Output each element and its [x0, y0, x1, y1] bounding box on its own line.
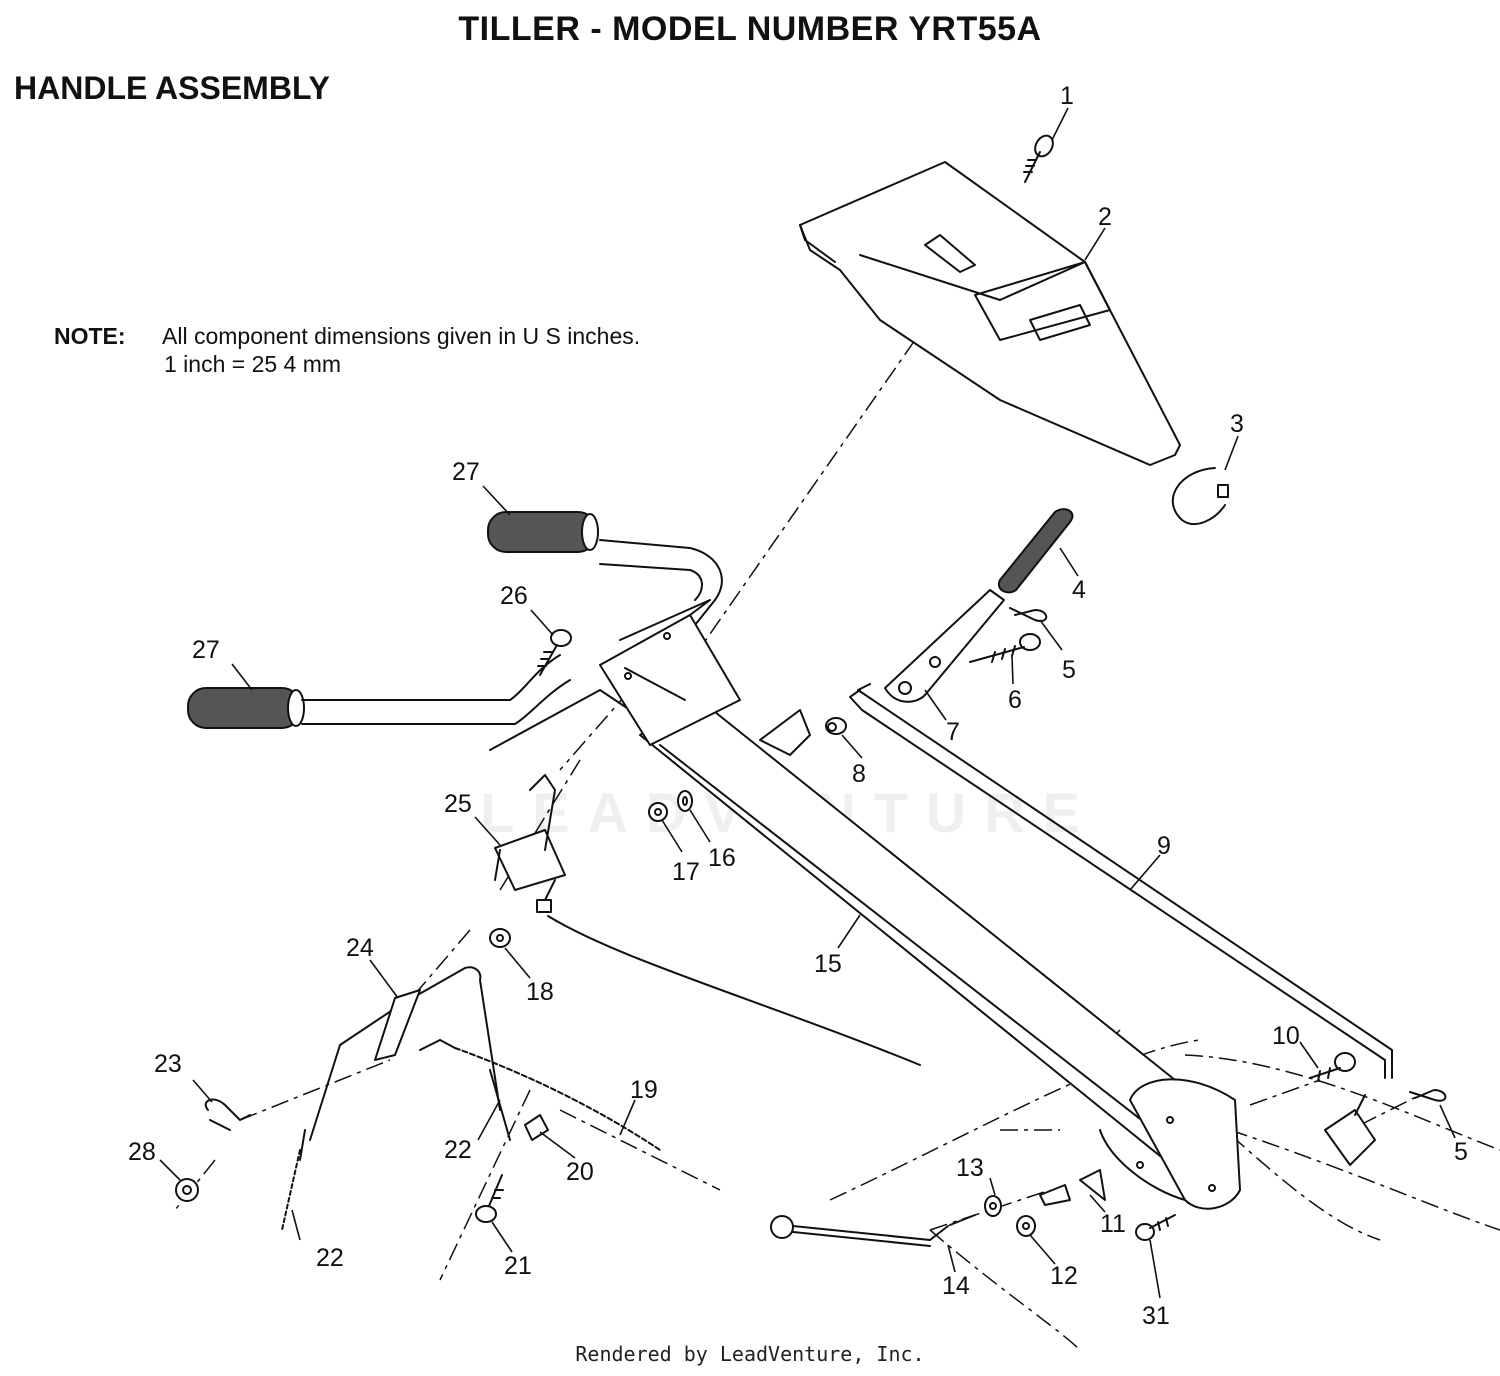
- part-28-nut: [175, 1178, 199, 1202]
- part-13-washer: [949, 1195, 1002, 1226]
- part-15-handle-tube: [599, 599, 1241, 1210]
- part-27-grip-lower: [187, 687, 305, 729]
- callout-1: 1: [1060, 82, 1074, 110]
- part-12-nut: [1016, 1215, 1036, 1237]
- callout-20: 20: [566, 1158, 594, 1186]
- part-4-pad: [997, 508, 1074, 594]
- note-line-1: All component dimensions given in U S in…: [162, 323, 641, 349]
- callout-26: 26: [500, 582, 528, 610]
- part-19-spring: [439, 1039, 661, 1151]
- callout-27-lower: 27: [192, 636, 220, 664]
- callout-14: 14: [942, 1272, 970, 1300]
- callout-27-upper: 27: [452, 458, 480, 486]
- part-16-washer: [677, 790, 693, 812]
- section-title: HANDLE ASSEMBLY: [14, 70, 330, 106]
- callout-12: 12: [1050, 1262, 1078, 1290]
- part-1-screw: [1023, 134, 1054, 183]
- part-31-bolt: [1135, 1214, 1176, 1241]
- callout-24: 24: [346, 934, 374, 962]
- part-7-lever: [884, 589, 1005, 703]
- part-5-clip-lower: [1409, 1089, 1447, 1102]
- part-23-clip: [204, 1098, 251, 1131]
- part-21-bolt: [475, 1174, 504, 1223]
- callout-31: 31: [1142, 1302, 1170, 1330]
- callout-7: 7: [946, 718, 960, 746]
- callout-19: 19: [630, 1076, 658, 1104]
- callout-5-upper: 5: [1062, 656, 1076, 684]
- part-20-clip: [524, 1114, 549, 1141]
- part-11-insert: [1039, 1169, 1106, 1206]
- callout-5-lower: 5: [1454, 1138, 1468, 1166]
- callout-4: 4: [1072, 576, 1086, 604]
- part-27-grip-upper: [487, 511, 599, 553]
- note: NOTE: All component dimensions given in U…: [54, 322, 640, 378]
- part-9-rod: [849, 683, 1393, 1079]
- part-26-screw: [537, 629, 572, 676]
- callout-28: 28: [128, 1138, 156, 1166]
- callout-11: 11: [1100, 1210, 1126, 1238]
- callout-13: 13: [956, 1154, 984, 1182]
- footer-credit: Rendered by LeadVenture, Inc.: [575, 1342, 925, 1366]
- callout-21: 21: [504, 1252, 532, 1280]
- callout-16: 16: [708, 844, 736, 872]
- rod-bracket: [1324, 1094, 1376, 1166]
- callout-10: 10: [1272, 1022, 1300, 1050]
- part-24-control-bail: [299, 966, 501, 1161]
- part-25-bracket: [494, 774, 566, 913]
- callout-18: 18: [526, 978, 554, 1006]
- assembly-lines: [174, 339, 1500, 1351]
- callout-2: 2: [1098, 203, 1112, 231]
- part-3-retaining-ring: [1171, 467, 1229, 525]
- part-14-shift-lever: [770, 1215, 949, 1247]
- part-5-clip-upper: [1009, 607, 1048, 622]
- part-17-washer: [648, 802, 668, 822]
- callout-23: 23: [154, 1050, 182, 1078]
- part-6-bolt: [969, 633, 1041, 663]
- part-2-console: [799, 161, 1181, 466]
- callouts: 1 2 3 27 4 26 5 27 6 7 8 25 17 16 9 15 2…: [128, 82, 1468, 1330]
- control-cable: [547, 915, 921, 1066]
- part-22-rod-upper: [419, 1039, 511, 1141]
- note-label: NOTE:: [54, 323, 126, 349]
- callout-9: 9: [1157, 832, 1171, 860]
- callout-22-lower: 22: [316, 1244, 344, 1272]
- callout-6: 6: [1008, 686, 1022, 714]
- part-10-bolt: [1309, 1052, 1356, 1082]
- note-line-2: 1 inch = 25 4 mm: [164, 351, 342, 377]
- part-8-bushing: [825, 717, 847, 735]
- leader-lines: [159, 107, 1456, 1299]
- part-22-spring-lower: [281, 1149, 301, 1231]
- callout-22-upper: 22: [444, 1136, 472, 1164]
- page-title: TILLER - MODEL NUMBER YRT55A: [458, 10, 1042, 48]
- callout-17: 17: [672, 858, 700, 886]
- callout-25: 25: [444, 790, 472, 818]
- callout-15: 15: [814, 950, 842, 978]
- callout-8: 8: [852, 760, 866, 788]
- callout-3: 3: [1230, 410, 1244, 438]
- part-18-nut: [489, 928, 511, 948]
